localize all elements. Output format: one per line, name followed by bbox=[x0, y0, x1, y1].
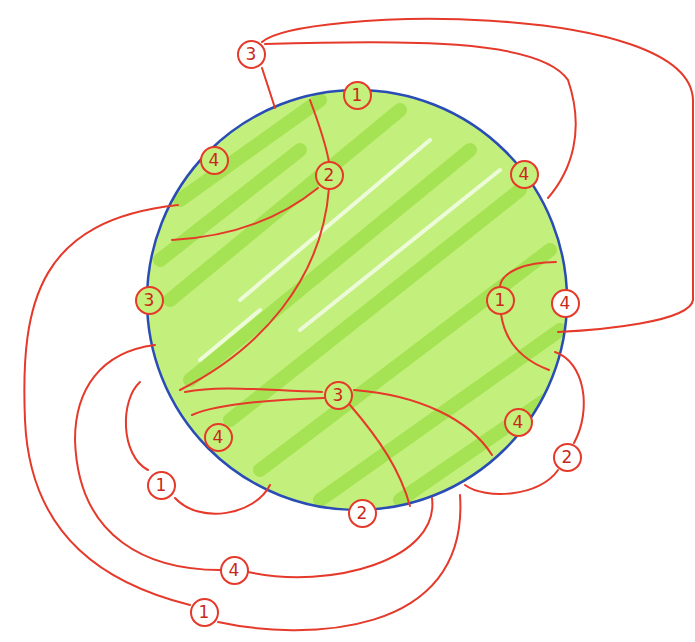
callout-number: 4 bbox=[200, 146, 229, 175]
red-curves bbox=[24, 19, 693, 630]
callout-number: 4 bbox=[510, 160, 539, 189]
callout-number: 3 bbox=[237, 40, 266, 69]
callout-number: 1 bbox=[343, 81, 372, 110]
callout-number: 2 bbox=[348, 499, 377, 528]
callout-number: 1 bbox=[190, 598, 219, 627]
disk bbox=[147, 90, 567, 510]
callout-number: 4 bbox=[204, 423, 233, 452]
callout-number: 3 bbox=[324, 381, 353, 410]
callout-number: 1 bbox=[486, 286, 515, 315]
callout-number: 4 bbox=[504, 408, 533, 437]
callout-number: 4 bbox=[551, 289, 580, 318]
callout-number: 2 bbox=[315, 161, 344, 190]
disk-boundary bbox=[147, 90, 567, 510]
highlights bbox=[200, 140, 500, 360]
callout-number: 3 bbox=[135, 286, 164, 315]
hatching bbox=[160, 100, 560, 500]
callout-number: 4 bbox=[220, 556, 249, 585]
callout-number: 1 bbox=[147, 471, 176, 500]
callout-number: 2 bbox=[553, 443, 582, 472]
